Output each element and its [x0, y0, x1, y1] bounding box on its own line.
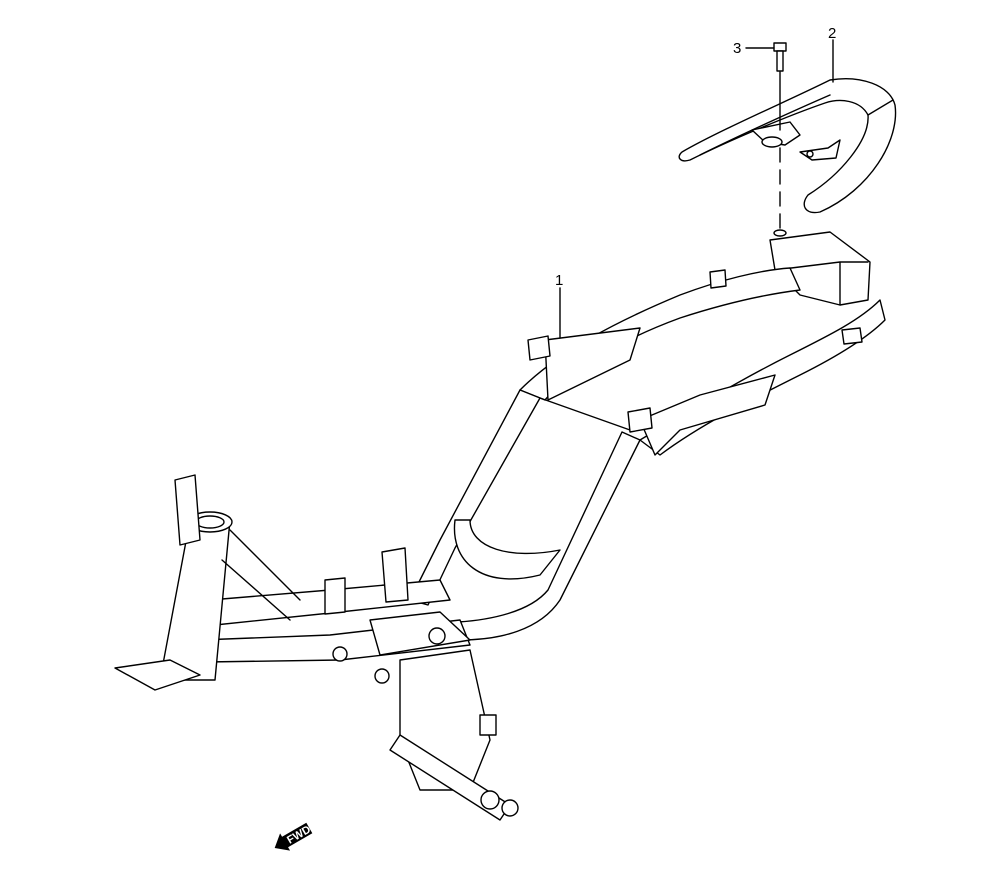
fwd-arrow-icon: FWD [274, 822, 313, 851]
callout-3: 3 [733, 40, 741, 57]
callout-1: 1 [555, 272, 563, 289]
fwd-label: FWD [285, 824, 313, 847]
callout-2: 2 [828, 25, 836, 42]
bolt [773, 42, 787, 229]
frame [114, 229, 886, 821]
rear-grip [678, 78, 897, 214]
